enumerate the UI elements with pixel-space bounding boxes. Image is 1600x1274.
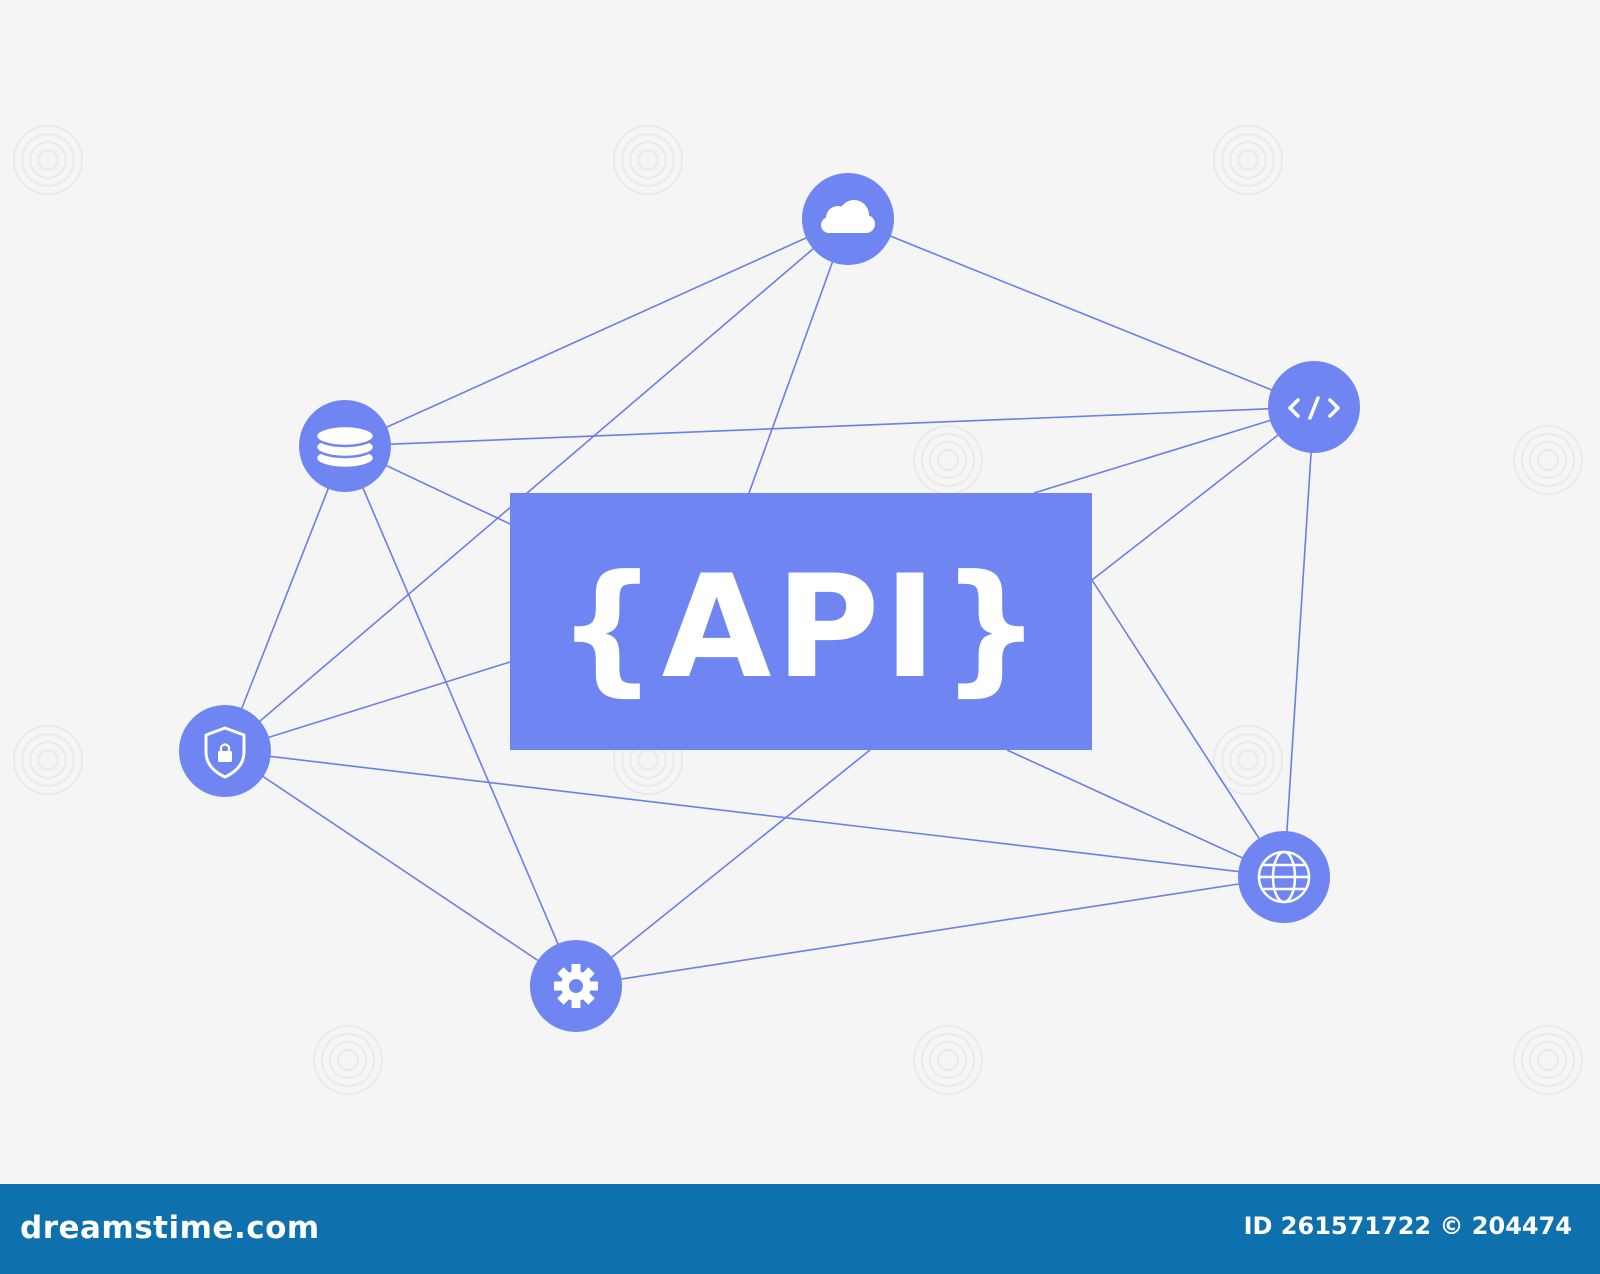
node-database (299, 400, 391, 492)
footer-brand[interactable]: dreamstime.com (20, 1210, 320, 1246)
watermark-logo (913, 1025, 983, 1095)
connection-line-database-settings (344, 445, 577, 987)
connection-line-web-api-secondary (1006, 749, 1285, 878)
api-network-diagram: {API} (13, 125, 1583, 1095)
watermark-logo (1213, 725, 1283, 795)
connection-line-database-security (224, 445, 346, 752)
connection-line-cloud-database (344, 218, 849, 447)
watermark-logo (13, 725, 83, 795)
footer-bar: dreamstime.com ID 261571722 © 204474 (0, 1184, 1600, 1274)
watermark-logo (613, 125, 683, 195)
connection-line-security-api (224, 661, 511, 752)
connection-line-cloud-code (847, 218, 1315, 408)
gear-icon (554, 964, 598, 1008)
connection-line-cloud-api (748, 218, 849, 494)
watermark-logo (1213, 125, 1283, 195)
api-label: {API} (557, 545, 1046, 710)
connection-lines (224, 218, 1315, 987)
watermark-logo (913, 425, 983, 495)
connection-line-security-web (224, 750, 1285, 878)
footer-image-id: ID 261571722 © 204474 (1243, 1212, 1572, 1240)
watermark-logo (313, 1025, 383, 1095)
node-cloud (802, 173, 894, 265)
watermark-layer (13, 125, 1583, 1095)
shield-lock-icon (204, 726, 246, 779)
code-icon (1288, 396, 1340, 420)
gear-hole (569, 979, 583, 993)
node-security (179, 705, 271, 797)
node-settings (530, 940, 622, 1032)
connection-line-code-web (1283, 406, 1315, 878)
connection-line-settings-web (575, 876, 1285, 987)
database-icon (314, 424, 376, 470)
gear-tooth (571, 964, 581, 974)
connection-line-cloud-security (224, 218, 849, 752)
api-box-background (510, 493, 1092, 750)
connection-line-security-settings (224, 750, 577, 987)
connection-line-settings-api (575, 749, 871, 987)
gear-tooth (571, 998, 581, 1008)
connection-line-web-api (1091, 579, 1285, 878)
watermark-logo (1513, 1025, 1583, 1095)
cloud-icon (821, 200, 875, 233)
node-web (1238, 831, 1330, 923)
node-layer (179, 173, 1360, 1032)
connection-line-code-api (1091, 406, 1315, 581)
watermark-logo (13, 125, 83, 195)
diagram-canvas: {API} (13, 125, 1583, 1095)
api-box: {API} (510, 493, 1092, 750)
globe-icon (1257, 850, 1311, 904)
connection-line-database-code (344, 406, 1315, 447)
connection-line-code-api-secondary (1033, 406, 1315, 494)
watermark-logo (1513, 425, 1583, 495)
node-code (1268, 361, 1360, 453)
